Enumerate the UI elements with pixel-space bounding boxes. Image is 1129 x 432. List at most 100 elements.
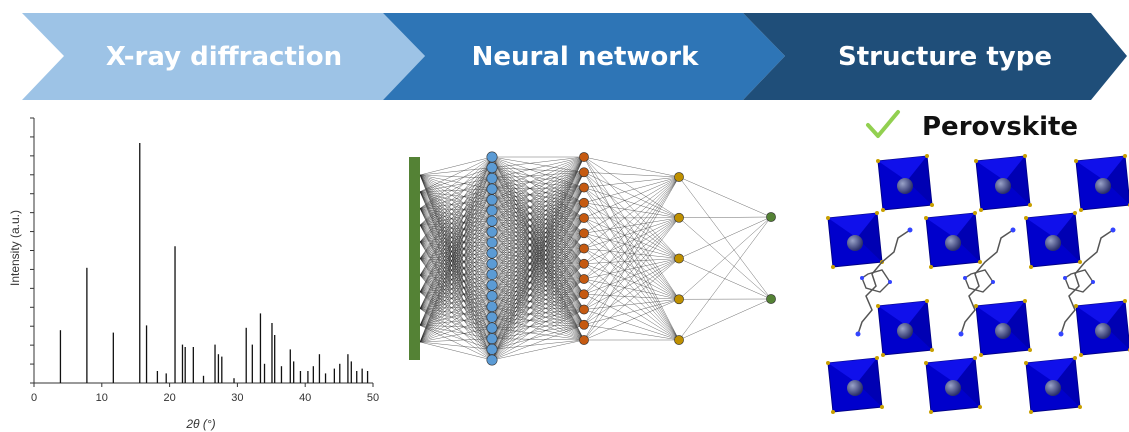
nn-edge (419, 167, 493, 259)
octahedron (826, 356, 884, 414)
nn-edge (491, 172, 585, 361)
nn-edge (419, 241, 493, 329)
nn-edge (491, 156, 585, 219)
nn-edge (419, 275, 493, 329)
nn-edge (583, 258, 680, 341)
nn-edge (419, 199, 493, 242)
nn-edge (419, 188, 493, 259)
nn-edge (419, 191, 493, 200)
nn-edge (491, 156, 585, 179)
nn-edge (419, 191, 493, 254)
hidden-layer-1-node (486, 151, 498, 163)
nn-edge (419, 210, 493, 293)
nn-edge (419, 208, 493, 233)
nn-edge (419, 156, 493, 226)
nn-edge (419, 210, 493, 276)
nn-edge (491, 172, 585, 318)
x-tick-label: 50 (367, 392, 379, 404)
nn-edge (491, 248, 585, 350)
nn-edge (583, 263, 680, 300)
nn-edge (583, 324, 680, 341)
nn-edge (419, 231, 493, 259)
nn-edge (583, 176, 680, 219)
x-tick-label: 20 (163, 392, 175, 404)
nn-edge (419, 174, 493, 200)
hidden-layer-3-node (674, 253, 684, 264)
nn-edge (491, 324, 585, 350)
result-label: Perovskite (922, 112, 1078, 142)
nn-edge (583, 248, 680, 341)
nn-edge (419, 208, 493, 243)
nn-edge (583, 248, 680, 300)
octahedron (1074, 299, 1129, 357)
nn-edge (583, 217, 680, 249)
nn-edge (583, 176, 680, 249)
nn-edge (419, 191, 493, 211)
nn-edge (583, 217, 680, 264)
nn-edge (419, 167, 493, 242)
nn-edge (419, 325, 493, 361)
nn-edge (491, 233, 585, 329)
x-tick-label: 40 (299, 392, 311, 404)
nn-edge (419, 291, 493, 329)
chevron-xrd (22, 13, 425, 100)
hidden-layer-2-node (579, 213, 589, 223)
nn-edge (491, 187, 585, 307)
nn-edge (419, 241, 493, 361)
nn-edge (419, 178, 493, 259)
nn-edge (419, 167, 493, 343)
nn-edge (491, 156, 585, 243)
nn-edge (583, 233, 680, 259)
nn-edge (491, 187, 585, 339)
hidden-layer-1-node (486, 333, 498, 345)
hidden-layer-1-node (486, 258, 498, 270)
pipeline-chevrons: X-ray diffraction Neural network Structu… (22, 13, 1127, 100)
nn-edge (419, 210, 493, 343)
nn-edge (419, 174, 493, 254)
nn-edge (491, 248, 585, 297)
nn-edge (419, 167, 493, 176)
hidden-layer-1-node (486, 354, 498, 366)
nn-edge (419, 308, 493, 339)
nn-edge (491, 187, 585, 361)
nn-edge (419, 188, 493, 209)
nn-edge (419, 156, 493, 192)
nn-edge (419, 174, 493, 211)
nn-edge (583, 299, 680, 341)
nn-edge (583, 156, 680, 259)
nn-edge (491, 156, 585, 318)
hidden-layer-2-node (579, 289, 589, 300)
nn-edge (491, 187, 585, 297)
nn-edge (491, 248, 585, 361)
nn-edge (419, 258, 493, 361)
xrd-axes (30, 117, 373, 384)
nn-edge (491, 167, 585, 234)
chevron-xrd-label: X-ray diffraction (106, 42, 342, 72)
nn-edge (419, 224, 493, 254)
nn-edge (419, 308, 493, 361)
nn-edge (678, 176, 772, 218)
nn-edge (583, 258, 680, 310)
nn-edge (583, 176, 680, 325)
nn-edge (583, 176, 680, 188)
nn-edge (491, 156, 585, 190)
nn-edge (583, 217, 680, 310)
nn-edge (583, 309, 680, 341)
nn-edge (583, 187, 680, 218)
hidden-layer-2-node (579, 258, 589, 269)
nn-edge (491, 248, 585, 307)
nn-edge (583, 294, 680, 341)
nn-edge (491, 324, 585, 361)
chevron-neural-network-label: Neural network (472, 42, 700, 72)
nn-edge (491, 156, 585, 286)
nn-edge (419, 258, 493, 318)
nn-edge (583, 263, 680, 341)
nn-edge (583, 202, 680, 218)
hidden-layer-3-node (674, 294, 684, 305)
hidden-layer-1-node (486, 290, 498, 302)
nn-edge (491, 167, 585, 249)
nn-edge (419, 241, 493, 350)
